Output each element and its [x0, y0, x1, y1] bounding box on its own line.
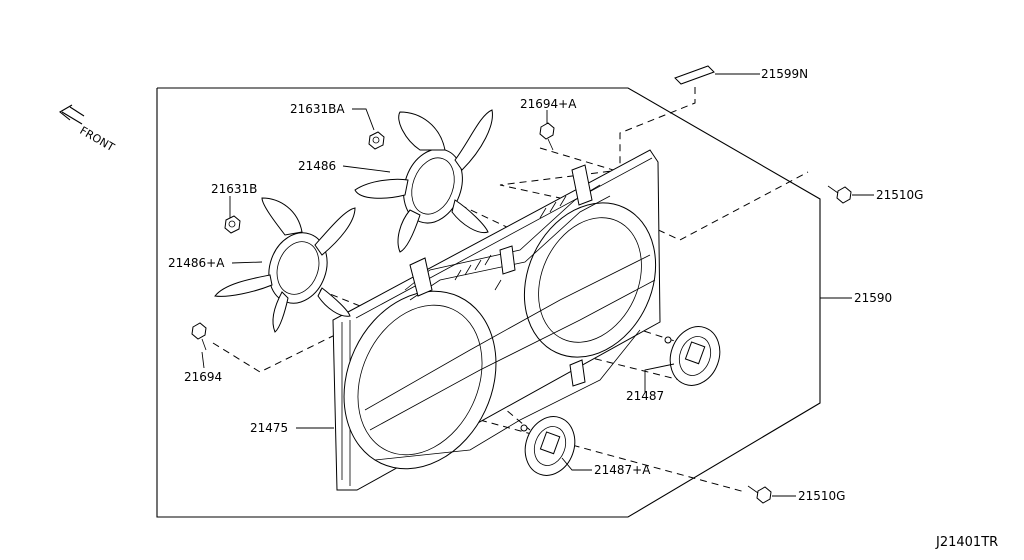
- nut-21631B: [224, 215, 241, 234]
- leader-lines: [201, 73, 874, 497]
- part-label-21694A: 21694+A: [520, 97, 577, 111]
- fan-blade-21486: [354, 109, 493, 253]
- strip-21599N: [674, 65, 715, 85]
- motor-21487A: [520, 416, 576, 476]
- part-label-21631BA: 21631BA: [290, 102, 345, 116]
- part-label-21510G-bottom: 21510G: [798, 489, 846, 503]
- front-arrow-icon: [59, 104, 85, 125]
- bolt-21694: [191, 322, 207, 351]
- part-label-21487A: 21487+A: [594, 463, 651, 477]
- part-label-21510G-top: 21510G: [876, 188, 924, 202]
- bolt-21510G-bottom: [747, 485, 772, 504]
- assembly-outline: [156, 87, 821, 518]
- part-label-21631B: 21631B: [211, 182, 258, 196]
- diagram-code: J21401TR: [936, 535, 999, 550]
- nut-21631BA: [368, 131, 385, 150]
- motor-21487: [664, 326, 721, 386]
- part-label-21475: 21475: [250, 421, 289, 435]
- part-label-21487: 21487: [626, 389, 665, 403]
- bolt-21510G-top: [827, 185, 852, 204]
- part-label-21486: 21486: [298, 159, 337, 173]
- radiator-shroud: [332, 149, 661, 491]
- bolt-21694A: [539, 122, 555, 151]
- part-label-21599N: 21599N: [761, 67, 809, 81]
- part-label-21694: 21694: [184, 370, 223, 384]
- part-label-21590: 21590: [854, 291, 893, 305]
- part-label-21486A: 21486+A: [168, 256, 225, 270]
- fan-blade-21486A: [214, 197, 356, 333]
